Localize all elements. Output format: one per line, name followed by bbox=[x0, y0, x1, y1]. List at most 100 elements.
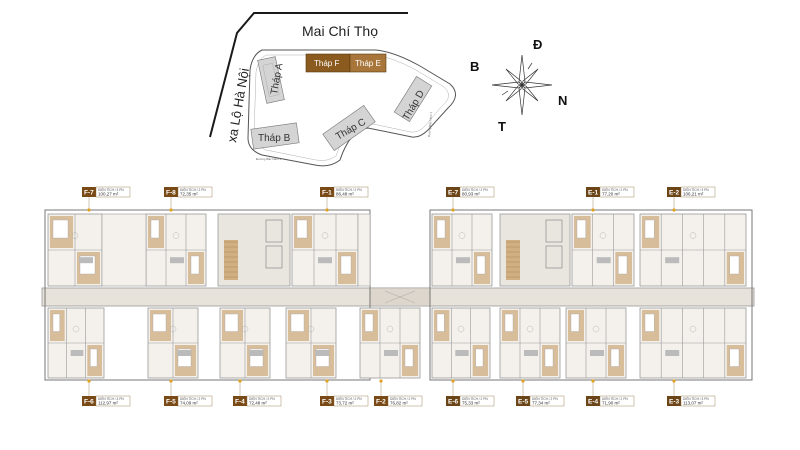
unit-marker bbox=[521, 379, 525, 383]
unit-f-3[interactable] bbox=[285, 307, 337, 379]
compass-rose-icon bbox=[491, 54, 553, 116]
unit-area-box bbox=[680, 186, 716, 198]
unit-code-badge bbox=[667, 396, 681, 406]
table bbox=[169, 325, 177, 333]
tower-e[interactable]: Tháp E bbox=[349, 53, 387, 73]
table bbox=[526, 325, 534, 333]
tower-a[interactable]: Tháp A bbox=[257, 56, 286, 104]
unit-code-badge bbox=[446, 396, 460, 406]
sofa bbox=[455, 350, 469, 356]
bed bbox=[570, 313, 580, 332]
unit-meta: DIỆN TÍCH / 2 PN bbox=[462, 187, 488, 192]
unit-area: 76,82 m² bbox=[390, 401, 408, 406]
sofa bbox=[79, 257, 93, 264]
site-map: Mai Chí Thọ xa Lộ Hà Nội Đường Bắc Nam 3… bbox=[209, 12, 456, 167]
unit-marker bbox=[451, 208, 455, 212]
unit-code: F-1 bbox=[322, 189, 332, 196]
sofa bbox=[177, 350, 191, 356]
unit-marker bbox=[87, 208, 91, 212]
unit-code-badge bbox=[164, 187, 178, 197]
unit-e-4[interactable] bbox=[565, 307, 627, 379]
compass-east: Đ bbox=[533, 37, 542, 52]
unit-f-4[interactable] bbox=[219, 307, 271, 379]
unit-area: 86,48 m² bbox=[336, 192, 354, 197]
compass-north: N bbox=[558, 93, 567, 108]
unit-code: F-8 bbox=[166, 189, 176, 196]
unit-area-box bbox=[177, 186, 213, 198]
elevator bbox=[545, 245, 563, 269]
tower-b[interactable]: Tháp B bbox=[250, 122, 300, 150]
unit-area-box bbox=[95, 186, 131, 198]
unit-area-box bbox=[246, 395, 282, 407]
unit-area: 80,93 m² bbox=[462, 192, 480, 197]
unit-f-8[interactable] bbox=[145, 213, 207, 287]
unit-e-6[interactable] bbox=[431, 307, 491, 379]
tower-f-label: Tháp F bbox=[314, 59, 339, 68]
unit-area: 106,21 m² bbox=[683, 192, 704, 197]
unit-area: 100,27 m² bbox=[98, 192, 119, 197]
unit-f-2[interactable] bbox=[359, 307, 421, 379]
unit-meta: DIỆN TÍCH / 2 PN bbox=[336, 396, 362, 401]
unit-e-5[interactable] bbox=[499, 307, 561, 379]
bed bbox=[576, 219, 586, 239]
bed bbox=[340, 255, 352, 275]
unit-code-badge bbox=[320, 187, 334, 197]
unit-marker bbox=[325, 208, 329, 212]
unit-code-badge bbox=[446, 187, 460, 197]
unit-area: 113,07 m² bbox=[683, 401, 703, 406]
bed bbox=[618, 255, 628, 275]
shaft bbox=[357, 213, 371, 287]
sofa bbox=[384, 350, 398, 356]
bed bbox=[544, 348, 554, 367]
lobby-area bbox=[101, 213, 147, 287]
unit-f-5[interactable] bbox=[147, 307, 199, 379]
unit-f-6[interactable] bbox=[47, 307, 105, 379]
unit-marker bbox=[238, 379, 242, 383]
road-right-label: Đường Bắc Nam 1 bbox=[426, 111, 433, 137]
unit-e-7[interactable] bbox=[431, 213, 493, 287]
unit-code: E-2 bbox=[669, 189, 680, 196]
sofa bbox=[249, 350, 263, 356]
unit-e-1[interactable] bbox=[571, 213, 635, 287]
unit-meta: DIỆN TÍCH / 2 PN bbox=[462, 396, 488, 401]
unit-area-box bbox=[529, 395, 565, 407]
tower-d[interactable]: Tháp D bbox=[393, 76, 433, 123]
unit-e-2[interactable] bbox=[639, 213, 747, 287]
unit-meta: DIỆN TÍCH / 3 PN bbox=[683, 187, 709, 192]
unit-code-badge bbox=[667, 187, 681, 197]
unit-f-1[interactable] bbox=[291, 213, 359, 287]
bed bbox=[436, 313, 445, 332]
sofa bbox=[170, 257, 184, 264]
unit-marker bbox=[591, 208, 595, 212]
tower-f[interactable]: Tháp F bbox=[305, 53, 351, 73]
unit-marker bbox=[451, 379, 455, 383]
compass: Đ B N T bbox=[470, 37, 567, 134]
table bbox=[599, 232, 607, 239]
sofa bbox=[590, 350, 604, 356]
table bbox=[689, 232, 697, 239]
unit-code-badge bbox=[320, 396, 334, 406]
unit-area-box bbox=[459, 186, 495, 198]
link-hatch bbox=[384, 290, 416, 304]
unit-code: E-4 bbox=[588, 398, 599, 405]
unit-e-3[interactable] bbox=[639, 307, 747, 379]
tower-e-label: Tháp E bbox=[355, 59, 381, 68]
unit-code: F-3 bbox=[322, 398, 332, 405]
unit-f-7[interactable] bbox=[47, 213, 103, 287]
